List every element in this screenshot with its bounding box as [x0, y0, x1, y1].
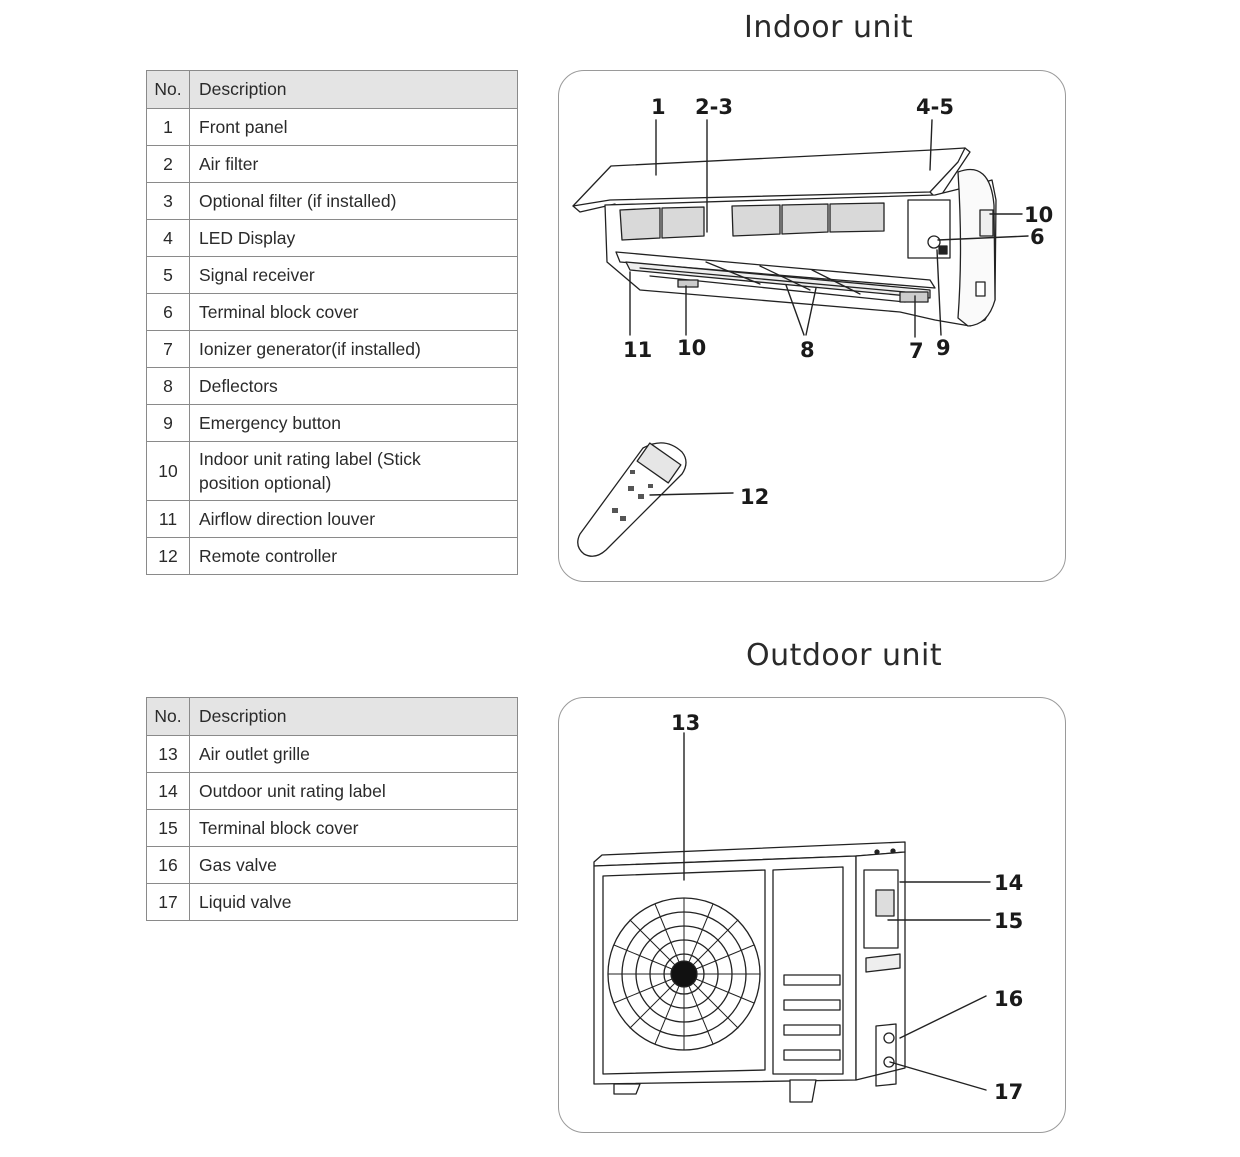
callout-9: 9	[936, 336, 951, 360]
outdoor-unit-title: Outdoor unit	[746, 638, 943, 673]
callout-16: 16	[994, 987, 1023, 1011]
part-description-line1: Indoor unit rating label (Stick	[199, 449, 421, 469]
callout-17: 17	[994, 1080, 1023, 1104]
callout-12: 12	[740, 485, 769, 509]
part-number: 12	[146, 537, 190, 575]
part-number: 13	[146, 735, 190, 773]
callout-10-side: 10	[1024, 203, 1053, 227]
remote-controller-illustration	[577, 442, 687, 557]
indoor-unit-illustration	[572, 147, 997, 327]
part-description: Air filter	[189, 145, 518, 183]
part-number: 4	[146, 219, 190, 257]
leader-lines	[629, 119, 1029, 1091]
callout-4-5: 4-5	[916, 95, 954, 119]
part-number: 2	[146, 145, 190, 183]
indoor-callouts: 1 2-3 4-5 10 6 11 10 8 7 9 12	[623, 95, 1053, 509]
part-number: 16	[146, 846, 190, 884]
table-row: 10 Indoor unit rating label (Stick positio…	[146, 441, 518, 501]
callout-11: 11	[623, 338, 652, 362]
indoor-unit-title: Indoor unit	[744, 10, 914, 45]
part-description: Terminal block cover	[189, 809, 518, 847]
part-description: Terminal block cover	[189, 293, 518, 331]
table-header-row: No. Description	[146, 697, 518, 736]
part-number: 14	[146, 772, 190, 810]
header-description: Description	[189, 697, 518, 736]
callout-7: 7	[909, 339, 924, 363]
header-description: Description	[189, 70, 518, 109]
part-description: Air outlet grille	[189, 735, 518, 773]
part-description: Outdoor unit rating label	[189, 772, 518, 810]
callout-1: 1	[651, 95, 666, 119]
callout-15: 15	[994, 909, 1023, 933]
callout-6: 6	[1030, 225, 1045, 249]
part-number: 6	[146, 293, 190, 331]
callout-14: 14	[994, 871, 1023, 895]
table-header-row: No. Description	[146, 70, 518, 109]
callout-13: 13	[671, 711, 700, 735]
part-number: 15	[146, 809, 190, 847]
header-no: No.	[146, 70, 190, 109]
part-description: LED Display	[189, 219, 518, 257]
part-number: 9	[146, 404, 190, 442]
part-description: Front panel	[189, 108, 518, 146]
part-description: Deflectors	[189, 367, 518, 405]
part-description: Indoor unit rating label (Stick position …	[189, 441, 518, 501]
part-number: 8	[146, 367, 190, 405]
part-description-line2: position optional)	[199, 473, 332, 493]
part-description: Liquid valve	[189, 883, 518, 921]
callout-8: 8	[800, 338, 815, 362]
callout-10: 10	[677, 336, 706, 360]
callout-2-3: 2-3	[695, 95, 733, 119]
part-description: Remote controller	[189, 537, 518, 575]
part-description: Emergency button	[189, 404, 518, 442]
part-description: Optional filter (if installed)	[189, 182, 518, 220]
part-number: 17	[146, 883, 190, 921]
outdoor-callouts: 13 14 15 16 17	[671, 711, 1023, 1104]
outdoor-unit-illustration	[593, 841, 906, 1103]
part-number: 5	[146, 256, 190, 294]
part-description: Gas valve	[189, 846, 518, 884]
part-number: 10	[146, 441, 190, 501]
